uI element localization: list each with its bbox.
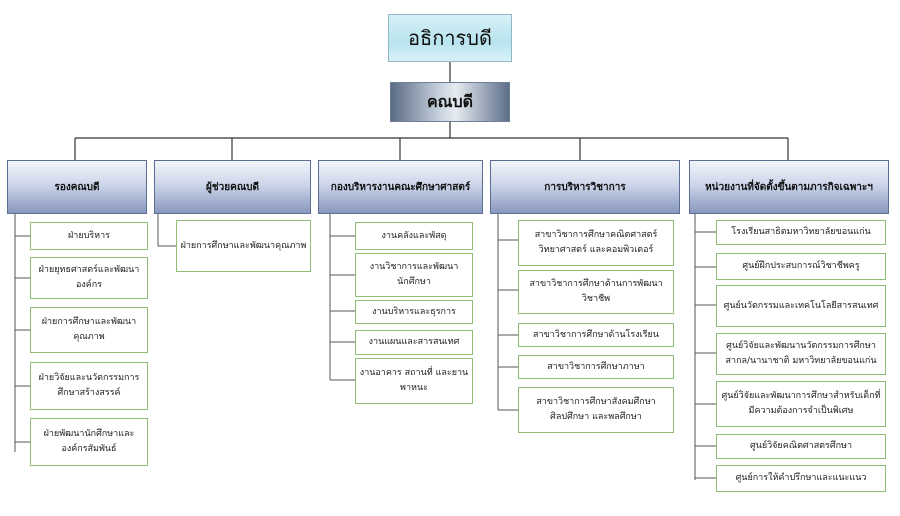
rector-box: อธิการบดี	[388, 14, 512, 62]
dean-box: คณบดี	[390, 82, 510, 122]
col4-item: สาขาวิชาการศึกษาคณิตศาสตร์ วิทยาศาสตร์ แ…	[518, 220, 674, 266]
col3-item: งานแผนและสารสนเทศ	[355, 330, 473, 355]
dept-deputy-dean: รองคณบดี	[7, 160, 147, 214]
dept-academic-admin: การบริหารวิชาการ	[490, 160, 680, 214]
col4-item: สาขาวิชาการศึกษาสังคมศึกษา ศิลปศึกษา และ…	[518, 387, 674, 433]
col5-item: ศูนย์การให้คำปรึกษาและแนะแนว	[716, 465, 886, 492]
col3-item: งานคลังและพัสดุ	[355, 222, 473, 250]
col5-item: ศูนย์วิจัยและพัฒนานวัตกรรมการศึกษาสากล/น…	[716, 333, 886, 375]
dept-administration: กองบริหารงานคณะศึกษาศาสตร์	[318, 160, 483, 214]
col1-item: ฝ่ายยุทธศาสตร์และพัฒนาองค์กร	[30, 257, 148, 299]
col1-item: ฝ่ายพัฒนานักศึกษาและองค์กรสัมพันธ์	[30, 418, 148, 466]
col5-item: ศูนย์วิจัยคณิตศาสตรศึกษา	[716, 434, 886, 459]
col3-item: งานวิชาการและพัฒนานักศึกษา	[355, 253, 473, 297]
col3-item: งานบริหารและธุรการ	[355, 300, 473, 324]
col4-item: สาขาวิชาการศึกษาด้านโรงเรียน	[518, 323, 674, 347]
col1-item: ฝ่ายวิจัยและนวัตกรรมการศึกษาสร้างสรรค์	[30, 362, 148, 410]
col1-item: ฝ่ายบริหาร	[30, 222, 148, 250]
col5-item: ศูนย์ฝึกประสบการณ์วิชาชีพครู	[716, 253, 886, 280]
dept-assistant-dean: ผู้ช่วยคณบดี	[154, 160, 311, 214]
col3-item: งานอาคาร สถานที่ และยานพาหนะ	[355, 358, 473, 404]
dept-special-units: หน่วยงานที่จัดตั้งขึ้นตามภารกิจเฉพาะฯ	[689, 160, 889, 214]
col1-item: ฝ่ายการศึกษาและพัฒนาคุณภาพ	[30, 307, 148, 353]
col5-item: ศูนย์นวัตกรรมและเทคโนโลยีสารสนเทศ	[716, 285, 886, 327]
col5-item: โรงเรียนสาธิตมหาวิทยาลัยขอนแก่น	[716, 220, 886, 245]
col4-item: สาขาวิชาการศึกษาด้านการพัฒนาวิชาชีพ	[518, 270, 674, 314]
col2-item: ฝ่ายการศึกษาและพัฒนาคุณภาพ	[176, 220, 311, 272]
col5-item: ศูนย์วิจัยและพัฒนาการศึกษาสำหรับเด็กที่ม…	[716, 381, 886, 427]
col4-item: สาขาวิชาการศึกษาภาษา	[518, 355, 674, 379]
